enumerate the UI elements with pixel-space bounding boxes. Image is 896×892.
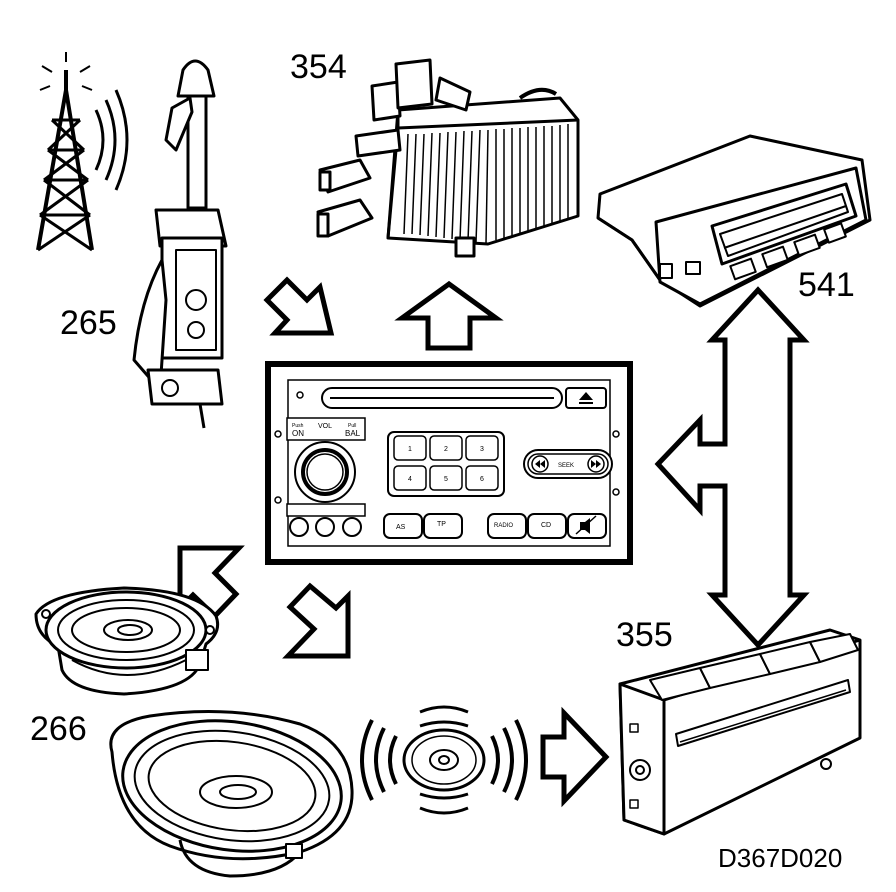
power-small-label: Push: [292, 423, 304, 429]
bal-label: BAL: [345, 429, 361, 438]
power-label: ON: [292, 429, 304, 438]
as-label: AS: [396, 524, 406, 531]
cd-label: CD: [541, 522, 551, 529]
radio-head-unit: Push ON VOL Pull BAL 1 2 3 4 5: [265, 361, 633, 565]
radio-button[interactable]: RADIO: [487, 513, 527, 539]
tp-label: TP: [437, 521, 446, 528]
arrow-to-speaker-2: [282, 582, 351, 659]
speaker-round: [34, 586, 220, 696]
preset-buttons: 1 2 3 4 5 6: [387, 431, 505, 497]
figure-id: D367D020: [718, 843, 843, 873]
preset-label-2: 2: [444, 446, 448, 453]
seek-label: SEEK: [558, 463, 574, 469]
speaker-oval: [109, 710, 354, 878]
arrow-to-amplifier: [394, 280, 504, 351]
preset-button-3[interactable]: [465, 435, 499, 461]
cd-changer: [618, 628, 862, 836]
radio-label: RADIO: [494, 523, 513, 529]
antenna-assembly: [36, 52, 228, 429]
callout-amplifier: 354: [290, 48, 347, 86]
tone-knob-2[interactable]: [315, 517, 335, 537]
information-display: [596, 134, 872, 308]
mute-button[interactable]: [567, 513, 607, 539]
as-button[interactable]: AS: [383, 513, 423, 539]
preset-label-5: 5: [444, 476, 448, 483]
eject-button[interactable]: [565, 387, 607, 409]
preset-label-3: 3: [480, 446, 484, 453]
preset-label-1: 1: [408, 446, 412, 453]
callout-display: 541: [798, 266, 855, 304]
vol-label: VOL: [318, 423, 332, 430]
seek-button[interactable]: SEEK: [523, 449, 613, 479]
arrow-from-antenna: [263, 276, 335, 336]
power-antenna: [132, 59, 228, 429]
cd-slot: [321, 387, 563, 409]
arrow-disc-to-changer: [540, 706, 610, 808]
preset-label-6: 6: [480, 476, 484, 483]
tone-knob-3[interactable]: [342, 517, 362, 537]
bal-small-label: Pull: [348, 423, 356, 429]
preset-button-4[interactable]: [393, 465, 427, 491]
compact-disc-icon: [360, 705, 528, 815]
amplifier: [316, 58, 580, 258]
callout-antenna: 265: [60, 304, 117, 342]
callout-cd-changer: 355: [616, 616, 673, 654]
preset-button-2[interactable]: [429, 435, 463, 461]
preset-button-1[interactable]: [393, 435, 427, 461]
radio-tower-icon: [36, 52, 129, 252]
tone-knob-1[interactable]: [289, 517, 309, 537]
signal-arrows: [177, 276, 810, 808]
preset-label-4: 4: [408, 476, 412, 483]
arrow-bus: [654, 286, 810, 649]
preset-button-5[interactable]: [429, 465, 463, 491]
cd-button[interactable]: CD: [527, 513, 567, 539]
tp-button[interactable]: TP: [423, 513, 463, 539]
preset-button-6[interactable]: [465, 465, 499, 491]
callout-speakers: 266: [30, 710, 87, 748]
volume-knob[interactable]: [294, 441, 356, 503]
